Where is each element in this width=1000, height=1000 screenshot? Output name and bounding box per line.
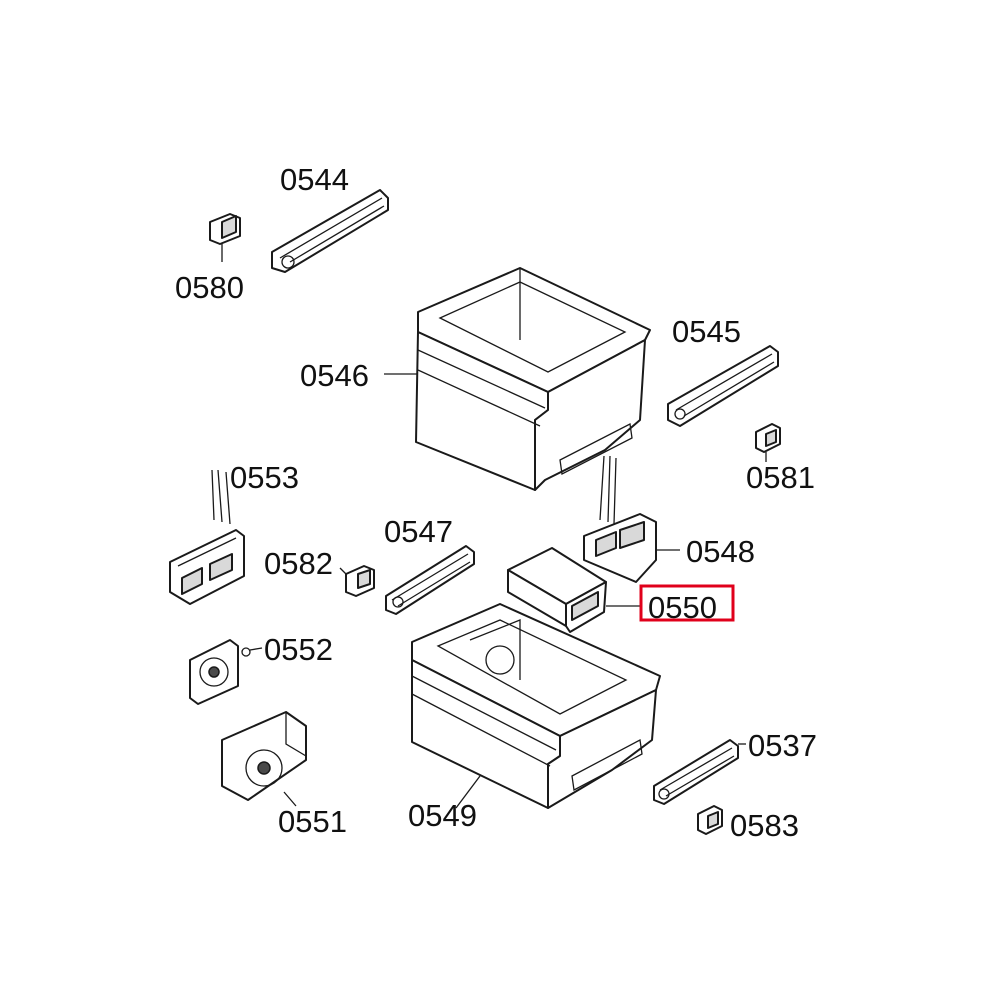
label-0582: 0582 — [264, 546, 333, 581]
part-0552-fan — [189, 639, 263, 705]
label-0545: 0545 — [672, 314, 741, 349]
part-0583-clip — [697, 805, 723, 835]
label-0581: 0581 — [746, 460, 815, 495]
part-0582-clip — [339, 565, 375, 597]
part-0580-clip — [209, 213, 241, 262]
part-0545-rail — [667, 345, 779, 427]
part-0547-rail — [385, 545, 475, 615]
part-0581-clip — [755, 423, 781, 462]
part-0546-drawer — [384, 267, 651, 491]
label-0547: 0547 — [384, 514, 453, 549]
label-0537: 0537 — [748, 728, 817, 763]
label-0552: 0552 — [264, 632, 333, 667]
label-0546: 0546 — [300, 358, 369, 393]
part-0553-switch — [169, 469, 245, 605]
part-0537-rail — [653, 739, 746, 805]
label-0548: 0548 — [686, 534, 755, 569]
part-0550-box — [507, 547, 640, 633]
part-0548-switch — [583, 455, 680, 583]
label-0544: 0544 — [280, 162, 349, 197]
highlight-box — [639, 584, 735, 622]
label-0553: 0553 — [230, 460, 299, 495]
label-0551: 0551 — [278, 804, 347, 839]
label-0580: 0580 — [175, 270, 244, 305]
label-0583: 0583 — [730, 808, 799, 843]
label-0549: 0549 — [408, 798, 477, 833]
part-0551-fan-housing — [221, 711, 307, 807]
part-0544-rail — [271, 189, 389, 273]
part-0549-drawer — [411, 603, 661, 809]
